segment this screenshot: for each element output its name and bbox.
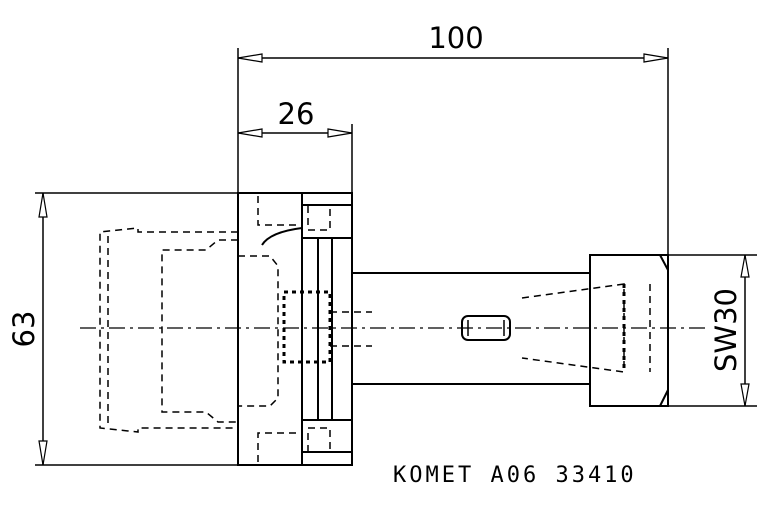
coolant-slot	[461, 315, 511, 341]
hsk-taper-body	[99, 227, 279, 433]
dim-diameter-text: 63	[7, 311, 41, 348]
flange-bore	[282, 290, 372, 364]
hex-nose	[521, 254, 669, 407]
dimension-overall-length: 100	[237, 21, 669, 63]
dim-wrench-size-text: SW30	[709, 288, 743, 372]
dimension-wrench-size: SW30	[709, 254, 750, 407]
extension-lines	[35, 48, 757, 466]
dim-overall-length-text: 100	[428, 21, 483, 55]
dimension-diameter: 63	[7, 192, 48, 466]
dimension-flange-length: 26	[237, 97, 353, 138]
shank	[352, 272, 590, 385]
flange	[237, 192, 353, 466]
dim-flange-length-text: 26	[278, 97, 315, 131]
part-label: KOMET A06 33410	[393, 463, 637, 488]
